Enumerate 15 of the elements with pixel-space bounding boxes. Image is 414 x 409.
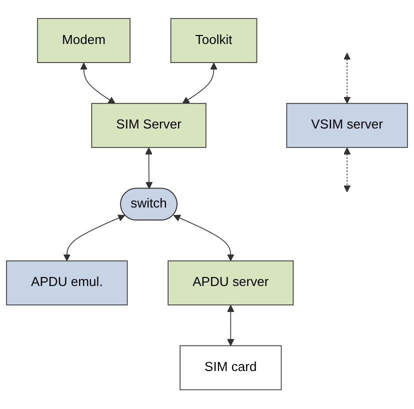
node-box: VSIM server (286, 103, 408, 148)
arrow (63, 215, 126, 262)
arrow (145, 148, 153, 190)
arrow (182, 62, 218, 104)
arrow (227, 305, 234, 346)
arrow (344, 148, 351, 193)
node-box: APDU emul. (6, 260, 128, 306)
node-box: APDU server (168, 260, 294, 306)
node-box: Modem (37, 18, 130, 64)
arrow (80, 62, 116, 104)
node-box: Toolkit (170, 18, 258, 64)
arrow (173, 215, 234, 262)
node-box: SIM card (180, 346, 282, 391)
node-box: SIM Server (91, 103, 206, 148)
arrow (344, 53, 351, 104)
